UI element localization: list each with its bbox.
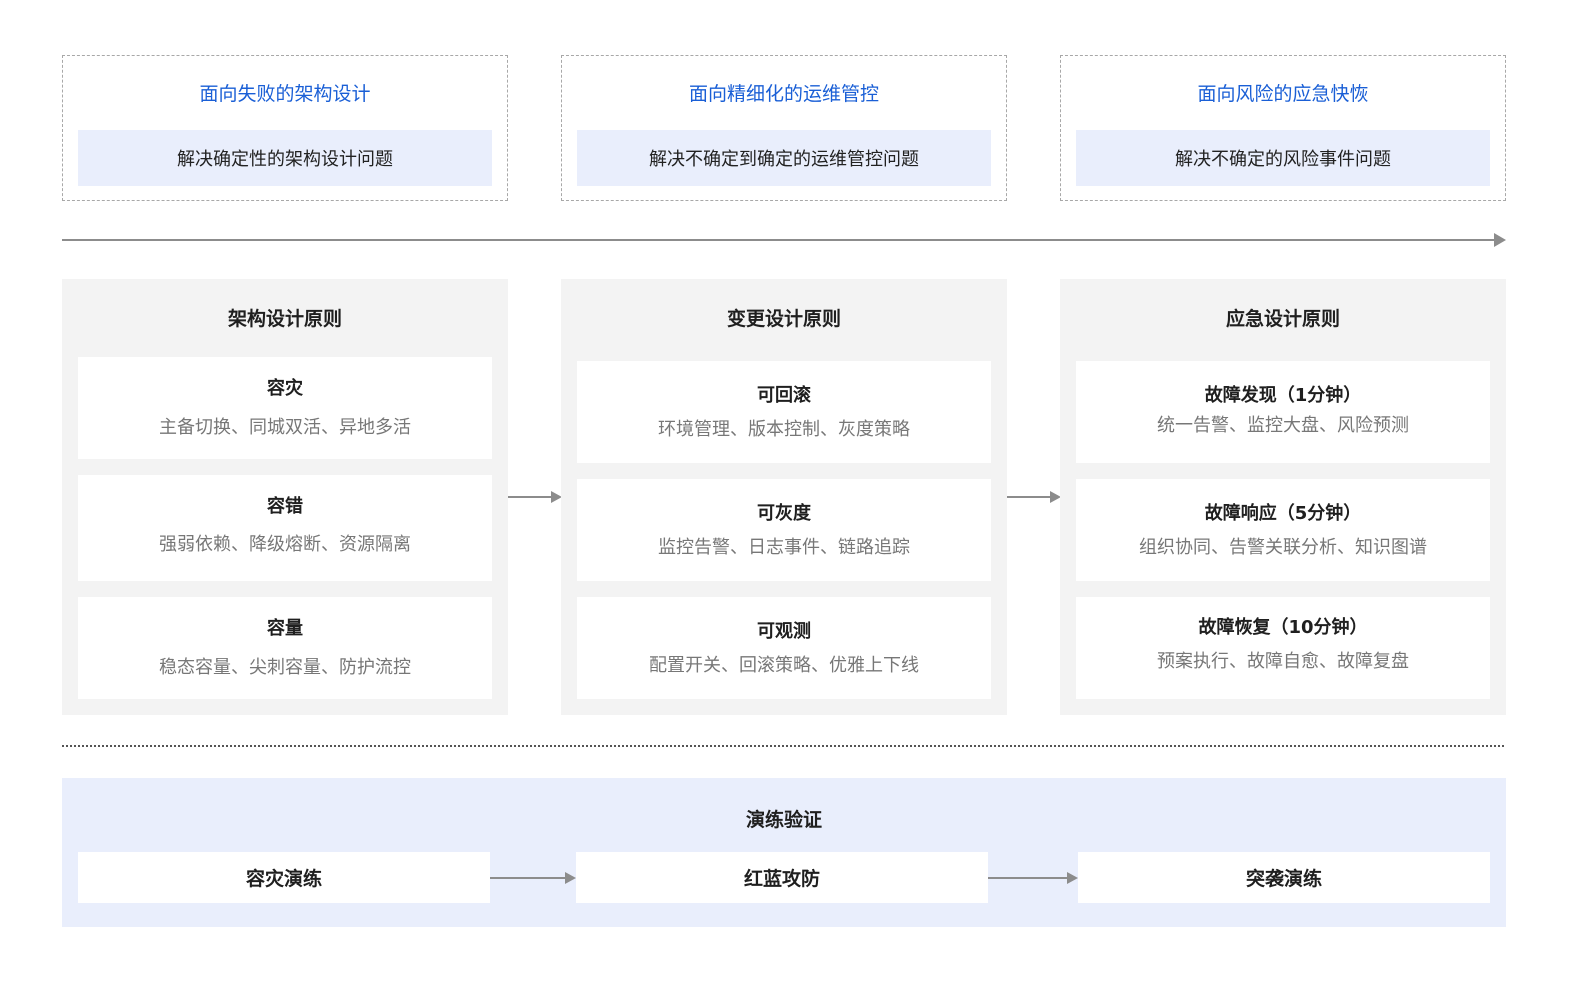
principle-title: 应急设计原则 [1225,308,1340,330]
goal-card-emergency: 面向风险的应急快恢 解决不确定的风险事件问题 [1060,55,1506,201]
drill-connector-line [490,877,566,879]
principle-title: 变更设计原则 [726,308,841,330]
principle-card: 可灰度 监控告警、日志事件、链路追踪 [577,479,991,581]
connector-arrow-icon [551,491,562,503]
drill-connector-arrow-icon [1067,872,1078,884]
principle-desc: 统一告警、监控大盘、风险预测 [1157,415,1409,436]
principle-desc: 主备切换、同城双活、异地多活 [159,417,411,438]
principle-name: 可回滚 [757,385,811,406]
principle-card: 容量 稳态容量、尖刺容量、防护流控 [78,597,492,699]
goal-subtitle: 解决不确定的风险事件问题 [1076,130,1490,186]
timeline-line [62,239,1496,241]
principle-card: 故障发现（1分钟） 统一告警、监控大盘、风险预测 [1076,361,1490,463]
drill-connector-arrow-icon [565,872,576,884]
connector-line [1007,496,1051,498]
goal-card-architecture: 面向失败的架构设计 解决确定性的架构设计问题 [62,55,508,201]
principle-desc: 环境管理、版本控制、灰度策略 [658,419,910,440]
goal-card-operations: 面向精细化的运维管控 解决不确定到确定的运维管控问题 [561,55,1007,201]
principle-desc: 稳态容量、尖刺容量、防护流控 [159,657,411,678]
goal-subtitle: 解决确定性的架构设计问题 [78,130,492,186]
connector-line [508,496,552,498]
principle-desc: 配置开关、回滚策略、优雅上下线 [649,655,919,676]
principle-desc: 预案执行、故障自愈、故障复盘 [1157,651,1409,672]
principle-name: 容错 [267,496,303,517]
principle-card: 可回滚 环境管理、版本控制、灰度策略 [577,361,991,463]
principle-name: 可灰度 [757,503,811,524]
principle-desc: 强弱依赖、降级熔断、资源隔离 [159,534,411,555]
principle-card: 故障恢复（10分钟） 预案执行、故障自愈、故障复盘 [1076,597,1490,699]
principle-title: 架构设计原则 [227,308,342,330]
principle-desc: 组织协同、告警关联分析、知识图谱 [1139,537,1427,558]
principle-column-change: 变更设计原则 可回滚 环境管理、版本控制、灰度策略 可灰度 监控告警、日志事件、… [561,279,1007,715]
principle-card: 容灾 主备切换、同城双活、异地多活 [78,357,492,459]
principle-name: 故障恢复（10分钟） [1198,617,1368,638]
drill-connector-line [988,877,1068,879]
drill-step-disaster: 容灾演练 [78,852,490,903]
connector-arrow-icon [1050,491,1061,503]
principle-name: 可观测 [757,621,811,642]
goal-subtitle: 解决不确定到确定的运维管控问题 [577,130,991,186]
principle-name: 故障响应（5分钟） [1204,503,1362,524]
drill-step-surprise: 突袭演练 [1078,852,1490,903]
principle-name: 故障发现（1分钟） [1204,385,1362,406]
principle-name: 容量 [267,618,303,639]
drill-title: 演练验证 [745,809,822,831]
goal-title: 面向风险的应急快恢 [1197,83,1369,105]
drill-step-red-blue: 红蓝攻防 [576,852,988,903]
principle-desc: 监控告警、日志事件、链路追踪 [658,537,910,558]
goal-title: 面向精细化的运维管控 [688,83,879,105]
section-divider [62,745,1504,747]
principle-card: 可观测 配置开关、回滚策略、优雅上下线 [577,597,991,699]
principle-column-emergency: 应急设计原则 故障发现（1分钟） 统一告警、监控大盘、风险预测 故障响应（5分钟… [1060,279,1506,715]
timeline-arrow-head-icon [1494,233,1506,247]
principle-card: 故障响应（5分钟） 组织协同、告警关联分析、知识图谱 [1076,479,1490,581]
principle-card: 容错 强弱依赖、降级熔断、资源隔离 [78,475,492,581]
goal-title: 面向失败的架构设计 [199,83,371,105]
principle-column-architecture: 架构设计原则 容灾 主备切换、同城双活、异地多活 容错 强弱依赖、降级熔断、资源… [62,279,508,715]
principle-name: 容灾 [267,378,303,399]
